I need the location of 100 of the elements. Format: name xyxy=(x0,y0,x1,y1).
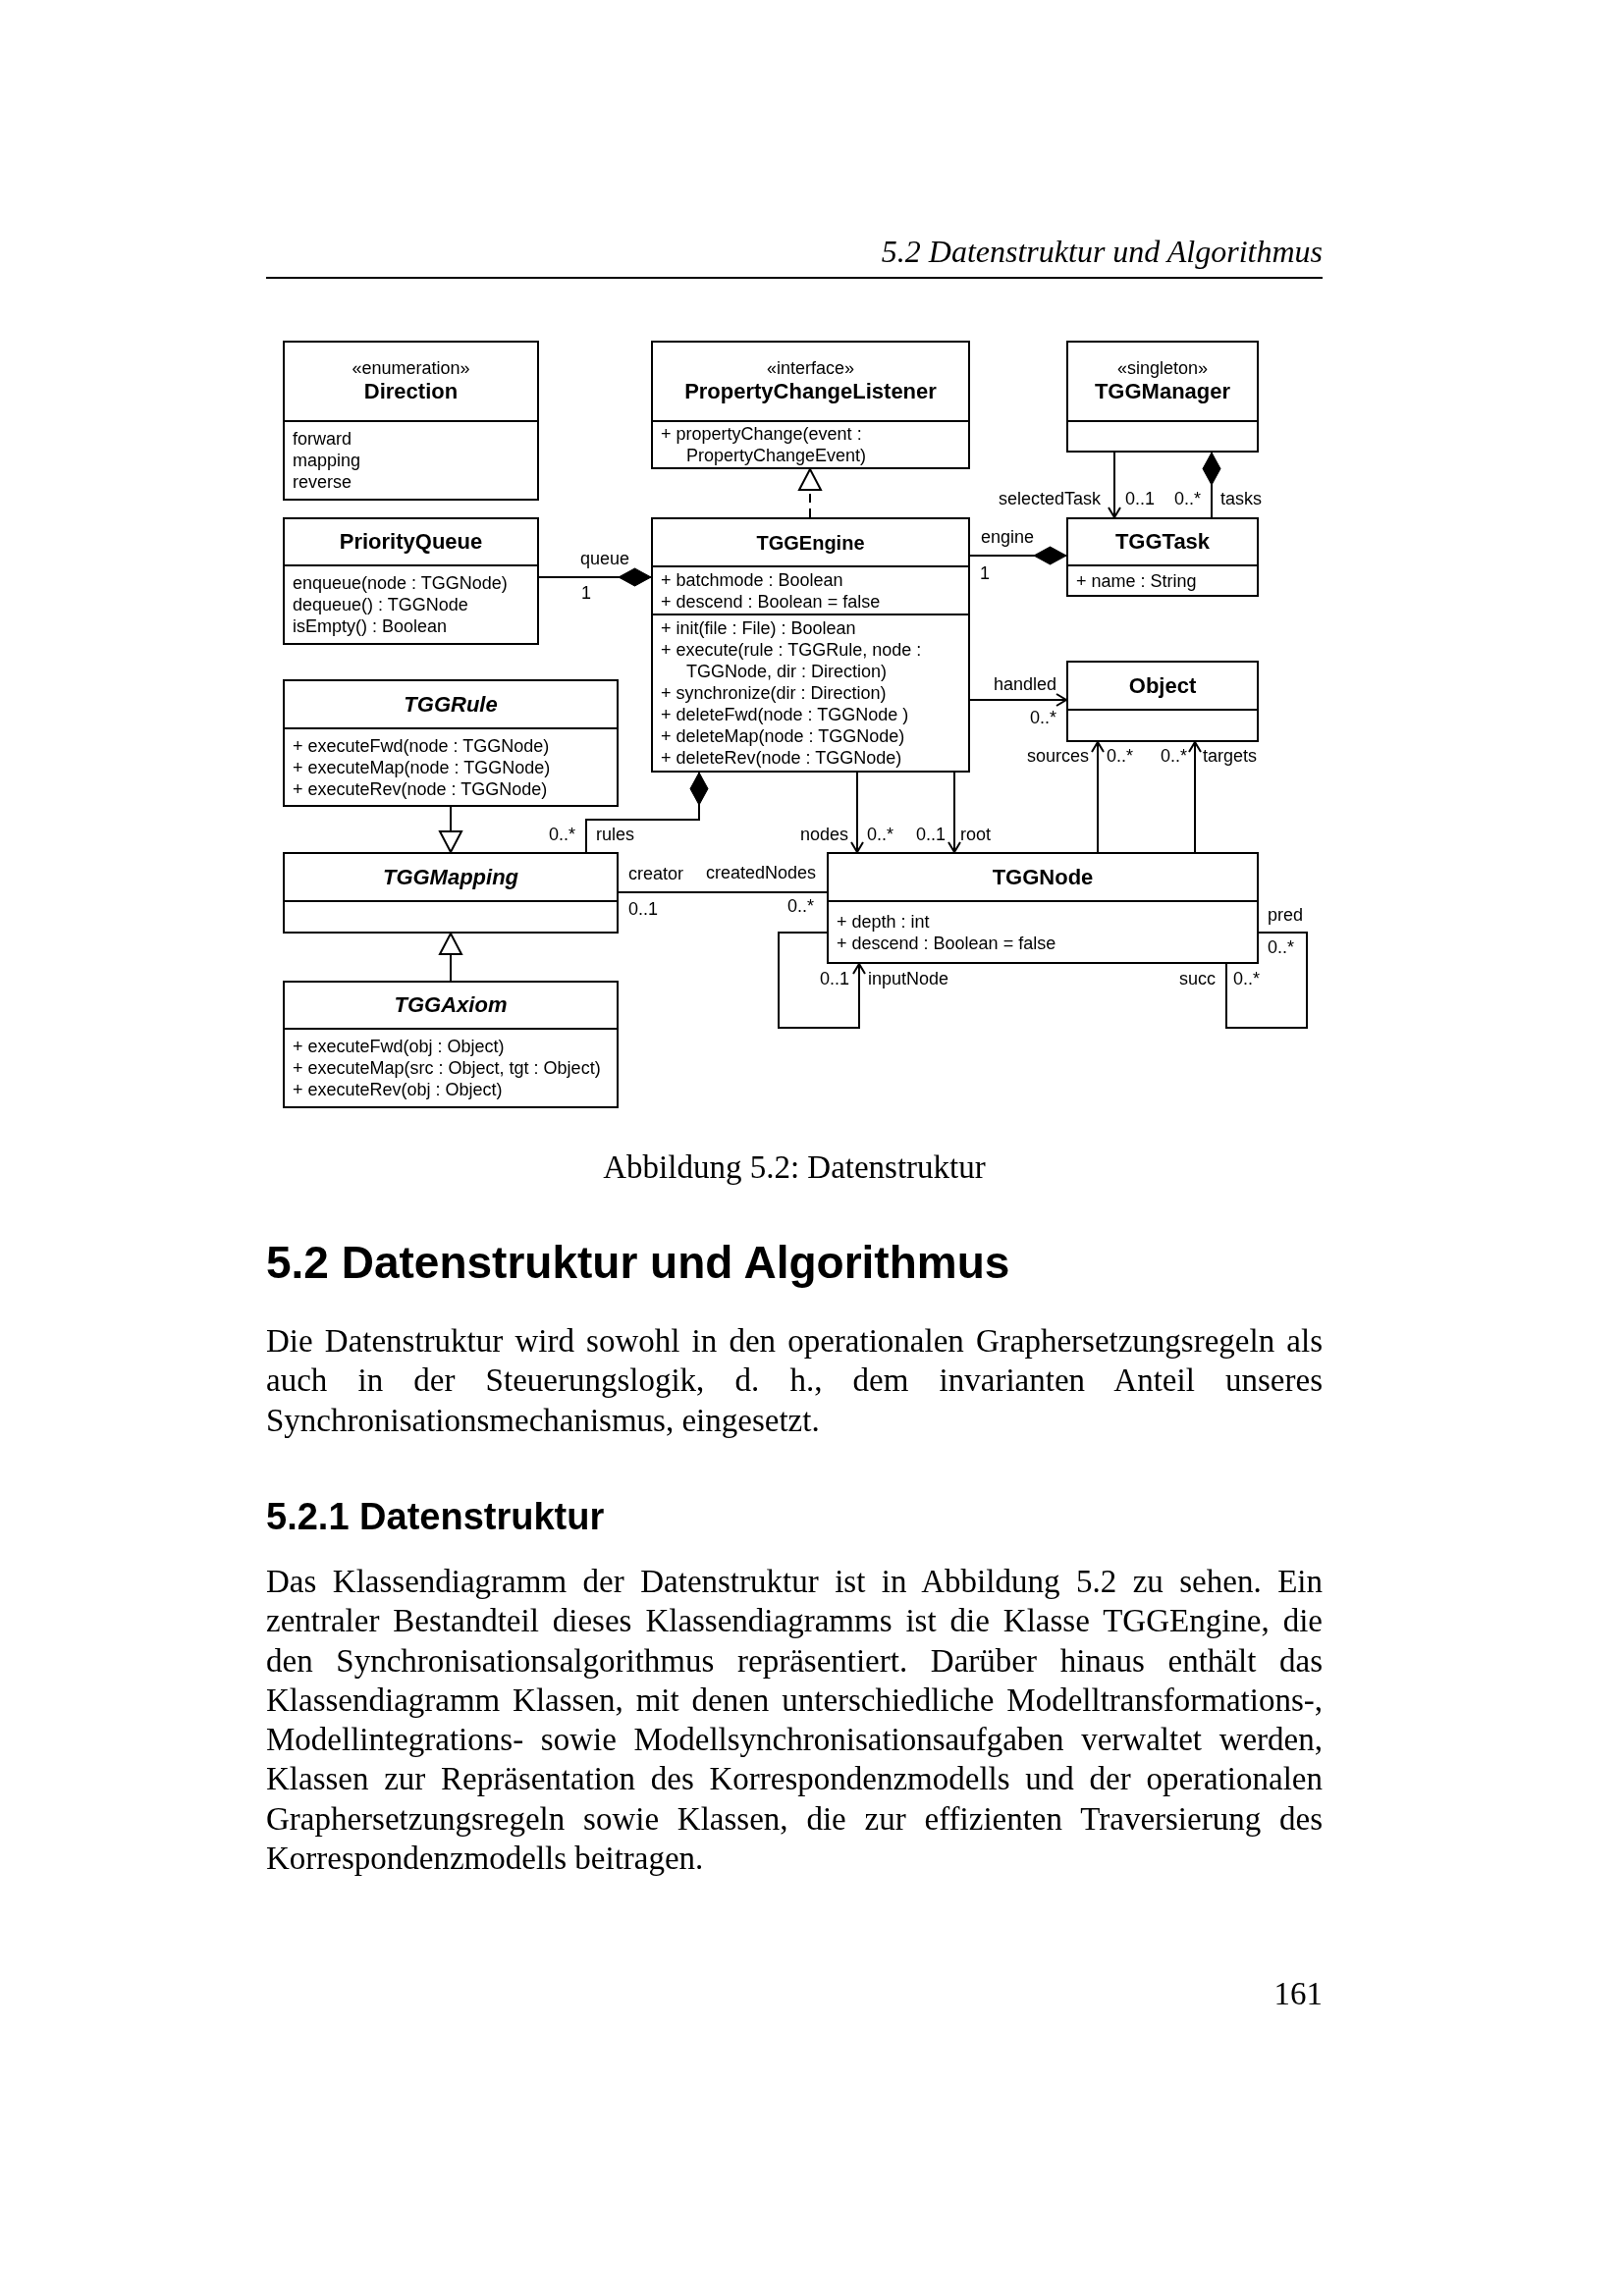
attribute-text: + batchmode : Boolean xyxy=(661,568,843,591)
operation-text: + executeRev(node : TGGNode) xyxy=(293,777,548,800)
section-heading: 5.2 Datenstruktur und Algorithmus xyxy=(266,1236,1010,1290)
class-box xyxy=(1066,517,1259,597)
role-name: selectedTask xyxy=(999,488,1102,509)
class-box xyxy=(283,517,539,645)
association-arrow xyxy=(1091,741,1105,853)
operation-text: + executeMap(src : Object, tgt : Object) xyxy=(293,1057,601,1079)
class-box xyxy=(283,981,619,1108)
class-name: TGGAxiom xyxy=(394,992,508,1018)
role-name: pred xyxy=(1268,904,1304,926)
stereotype-label: «singleton» xyxy=(1116,358,1209,379)
class-box xyxy=(1066,661,1259,742)
operation-text: + execute(rule : TGGRule, node : TGGNode, dir : Direction) xyxy=(661,639,923,682)
operation-text: isEmpty() : Boolean xyxy=(293,615,448,637)
operation-text: + executeFwd(node : TGGNode) xyxy=(293,734,550,757)
association-line xyxy=(1225,932,1308,1029)
multiplicity-label: 0..1 xyxy=(1125,488,1156,509)
class-box xyxy=(283,679,619,807)
operation-text: + deleteMap(node : TGGNode) xyxy=(661,725,905,747)
operation-text: + deleteRev(node : TGGNode) xyxy=(661,747,902,769)
multiplicity-label: 0..1 xyxy=(628,898,659,920)
attribute-text: + name : String xyxy=(1076,569,1197,592)
stereotype-label: «interface» xyxy=(766,358,855,379)
role-name: createdNodes xyxy=(706,862,817,883)
operation-text: + executeRev(obj : Object) xyxy=(293,1079,503,1100)
multiplicity-label: 0..1 xyxy=(916,824,947,845)
association-arrow xyxy=(1188,741,1202,853)
enum-literal: reverse xyxy=(293,471,352,493)
class-box xyxy=(283,341,539,501)
class-box xyxy=(827,852,1259,964)
class-name: TGGEngine xyxy=(756,530,865,556)
association-arrow xyxy=(947,772,961,853)
role-name: tasks xyxy=(1220,488,1262,509)
multiplicity-label: 0..* xyxy=(549,824,576,845)
attribute-text: + descend : Boolean = false xyxy=(837,932,1056,954)
multiplicity-label: 0..* xyxy=(1268,936,1295,958)
multiplicity-label: 0..* xyxy=(787,895,815,917)
class-box xyxy=(1066,341,1259,453)
operation-text: dequeue() : TGGNode xyxy=(293,594,468,615)
stereotype-label: «enumeration» xyxy=(352,358,470,379)
class-name: TGGRule xyxy=(404,691,498,718)
association-arrow xyxy=(1108,452,1121,518)
generalization-arrow xyxy=(439,806,462,853)
multiplicity-label: 0..* xyxy=(1233,968,1261,989)
role-name: succ xyxy=(1179,968,1216,989)
multiplicity-label: 0..* xyxy=(867,824,894,845)
operation-text: + init(file : File) : Boolean xyxy=(661,617,856,639)
composition-line xyxy=(585,772,709,853)
association-arrow xyxy=(850,772,864,853)
multiplicity-label: 0..* xyxy=(1174,488,1202,509)
generalization-arrow xyxy=(439,933,462,982)
multiplicity-label: 0..* xyxy=(1107,745,1134,767)
multiplicity-label: 0..* xyxy=(1030,707,1057,728)
composition-line xyxy=(538,567,652,587)
role-name: creator xyxy=(628,863,684,884)
role-name: rules xyxy=(596,824,634,845)
role-name: handled xyxy=(994,673,1057,695)
class-name: TGGNode xyxy=(992,864,1094,890)
multiplicity-label: 1 xyxy=(581,582,591,604)
operation-text: + propertyChange(event : PropertyChangeEvent) xyxy=(661,423,868,466)
association-arrow xyxy=(969,693,1067,707)
figure-caption: Abbildung 5.2: Datenstruktur xyxy=(603,1148,986,1187)
operation-text: + executeFwd(obj : Object) xyxy=(293,1036,505,1057)
attribute-text: + descend : Boolean = false xyxy=(661,590,881,613)
role-name: root xyxy=(960,824,992,845)
role-name: targets xyxy=(1203,745,1258,767)
body-paragraph: Die Datenstruktur wird sowohl in den operationalen Graphersetzungsregeln als auch in der Steuerungslogik, d. h., dem invarianten Anteil unseres Synchronisationsmechanismus, eingesetzt. xyxy=(266,1322,1323,1440)
class-name: PriorityQueue xyxy=(339,529,483,555)
association-line xyxy=(618,891,828,893)
class-name: TGGManager xyxy=(1094,379,1231,404)
class-name: Object xyxy=(1128,672,1197,699)
enum-literal: forward xyxy=(293,428,352,450)
page-number: 161 xyxy=(1273,1975,1323,2013)
running-header: 5.2 Datenstruktur und Algorithmus xyxy=(881,233,1323,271)
class-name: Direction xyxy=(363,379,459,404)
composition-line xyxy=(1202,452,1221,518)
class-box xyxy=(651,341,970,469)
role-name: inputNode xyxy=(868,968,949,989)
operation-text: + synchronize(dir : Direction) xyxy=(661,682,887,704)
role-name: engine xyxy=(981,526,1035,548)
operation-text: + deleteFwd(node : TGGNode ) xyxy=(661,704,909,725)
operation-text: + executeMap(node : TGGNode) xyxy=(293,756,551,778)
role-name: sources xyxy=(1027,745,1090,767)
subsection-heading: 5.2.1 Datenstruktur xyxy=(266,1495,605,1539)
enum-literal: mapping xyxy=(293,450,361,471)
class-name: TGGTask xyxy=(1114,529,1211,555)
multiplicity-label: 0..1 xyxy=(820,968,850,989)
body-paragraph: Das Klassendiagramm der Datenstruktur ist in Abbildung 5.2 zu sehen. Ein zentraler Bestandteil dieses Klassendiagramms ist die Klasse TGGEngine, die den Synchronisationsalgorithmus repräsentiert. Darüber hinaus enthält das Klassendiagramm Klassen, mit denen unterschiedliche Modelltransformations-, Modellintegrations- sowie Modellsynchronisationsaufgaben verwaltet werden, Klassen zur Repräsentation des Korrespondenzmodells und der operationalen Graphersetzungsregeln sowie Klassen, die zur effizienten Traversierung des Korrespondenzmodells beitragen. xyxy=(266,1563,1323,1879)
class-name: TGGMapping xyxy=(382,864,519,890)
class-box xyxy=(283,852,619,934)
association-arrow xyxy=(778,932,866,1029)
operation-text: enqueue(node : TGGNode) xyxy=(293,572,508,594)
multiplicity-label: 0..* xyxy=(1161,745,1188,767)
attribute-text: + depth : int xyxy=(837,910,930,933)
composition-line xyxy=(969,546,1067,565)
role-name: nodes xyxy=(800,824,849,845)
class-box xyxy=(651,517,970,773)
role-name: queue xyxy=(580,548,630,569)
multiplicity-label: 1 xyxy=(980,562,990,584)
